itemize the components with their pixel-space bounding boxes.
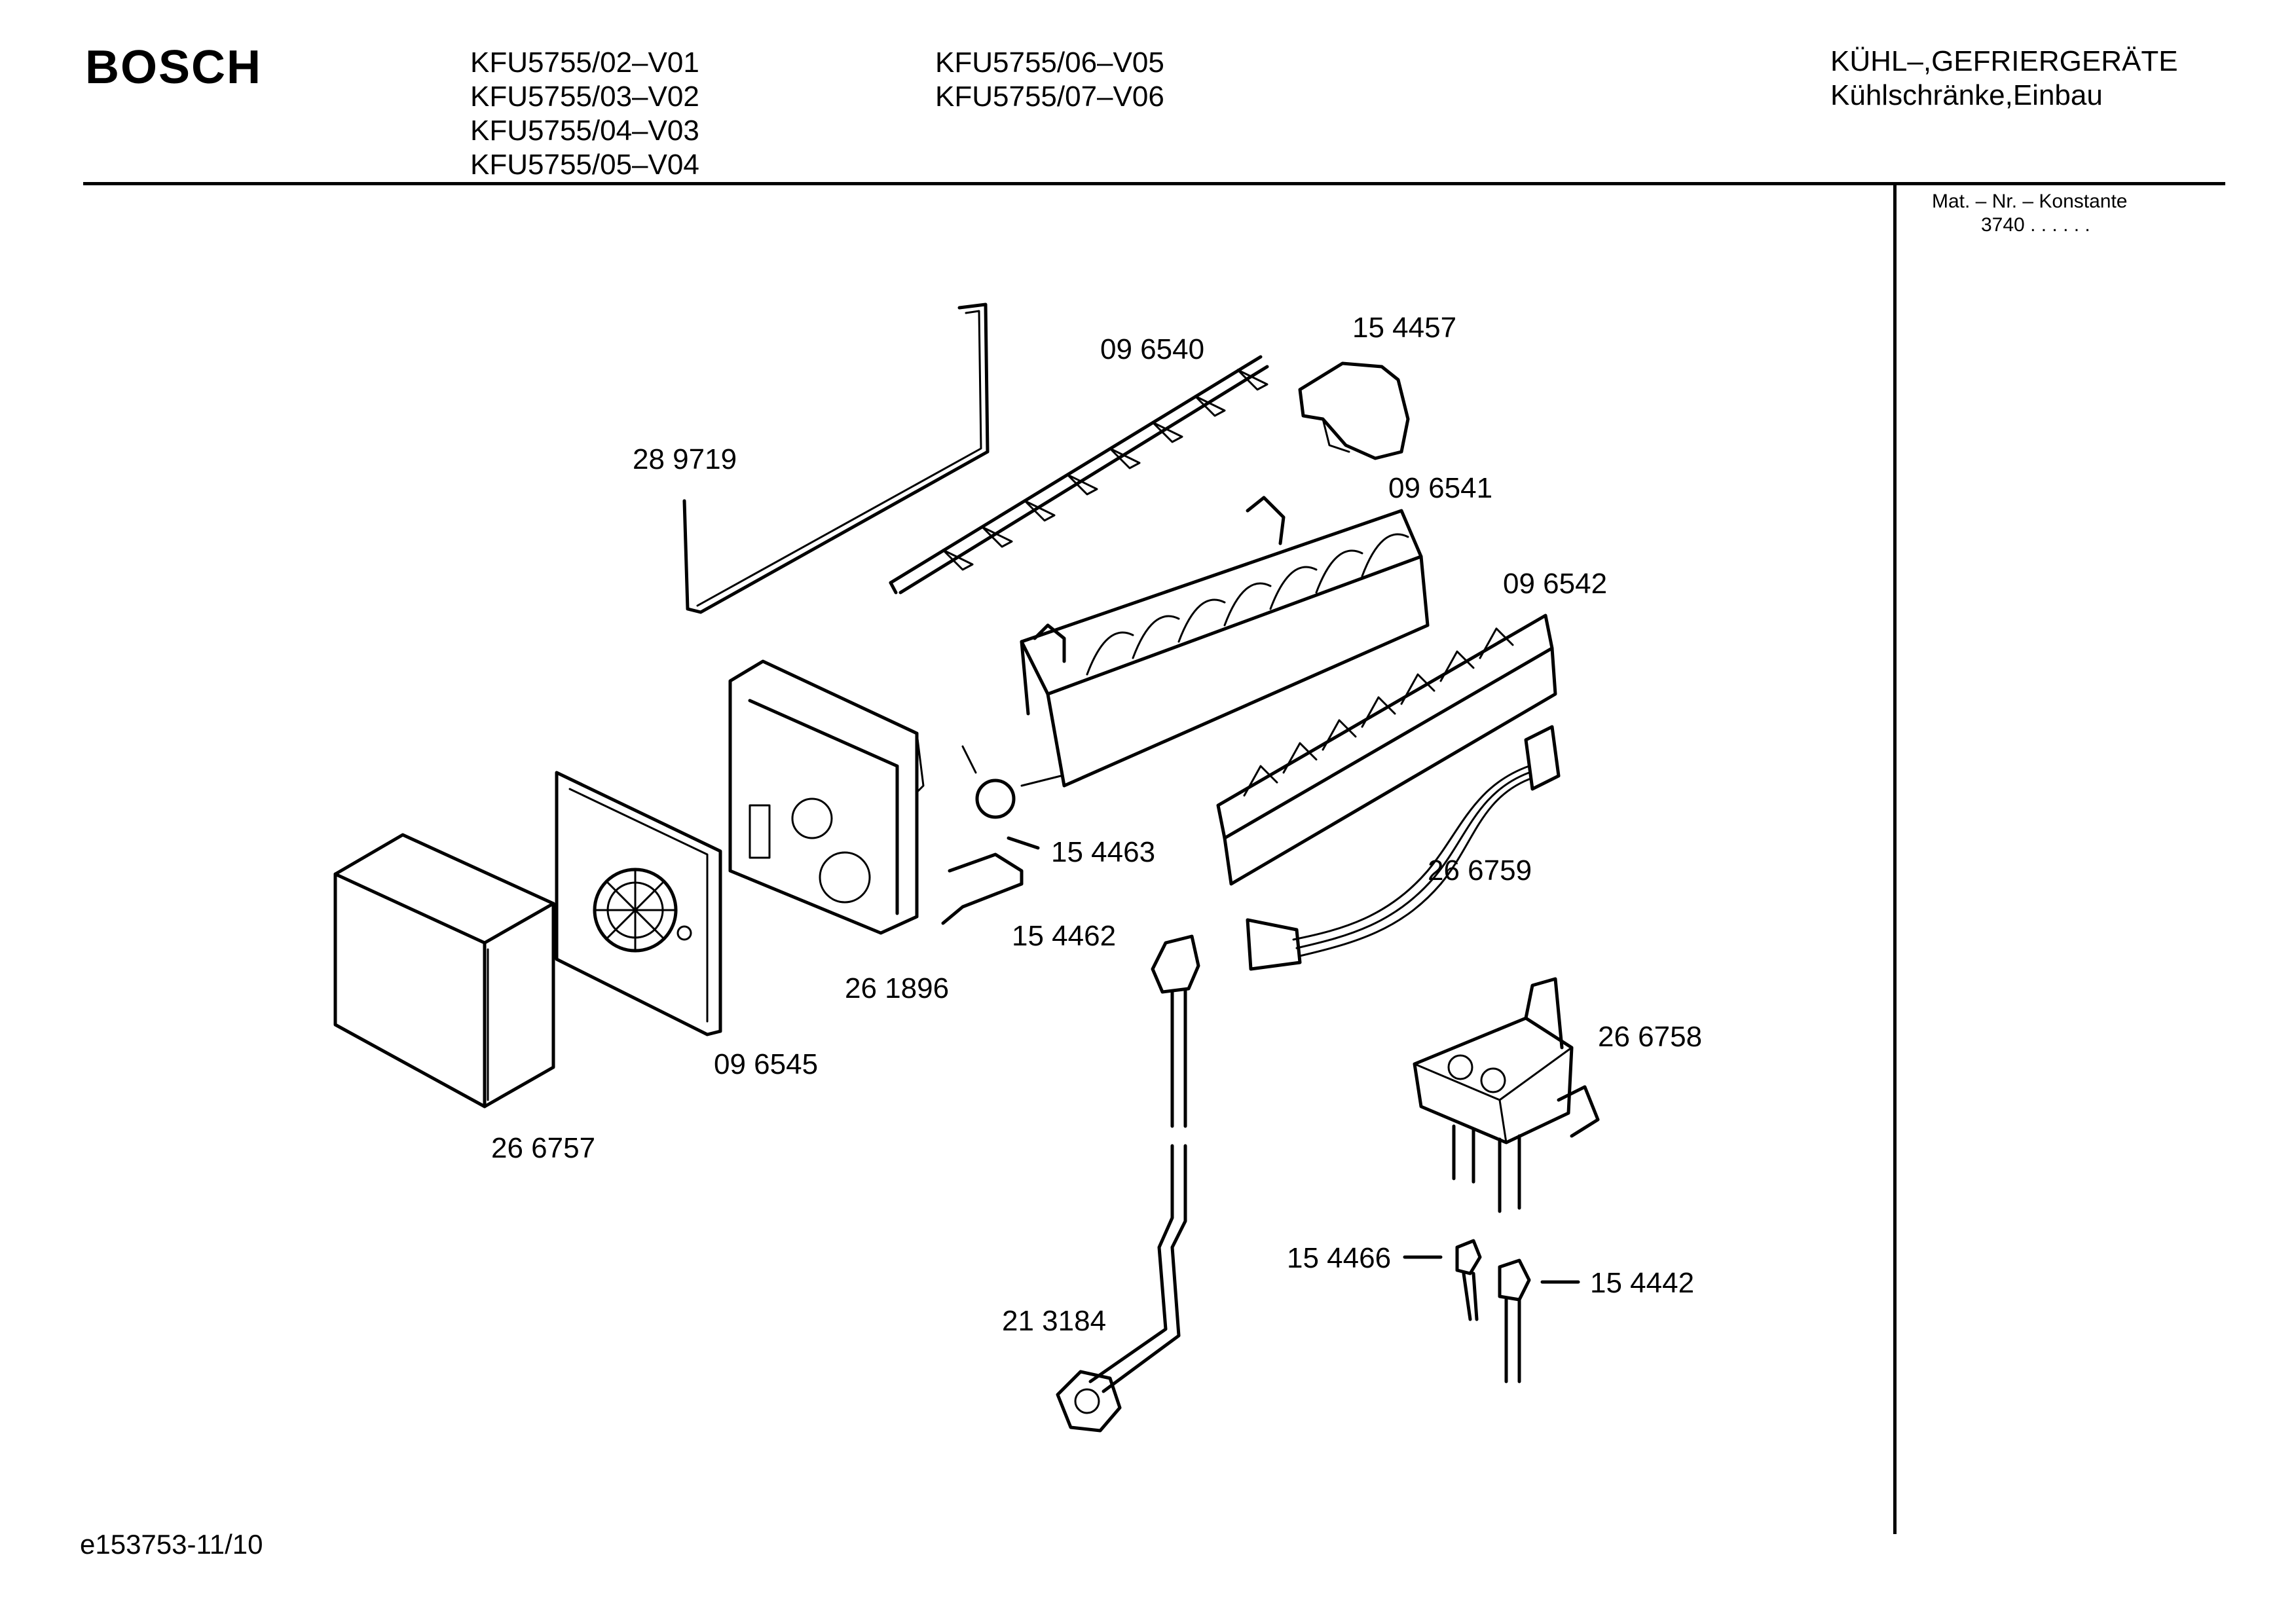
model-number: KFU5755/02–V01 <box>470 46 699 79</box>
part-number-label: 15 4466 <box>1287 1242 1391 1274</box>
part-lever <box>1298 361 1410 460</box>
part-number-label: 15 4463 <box>1051 836 1155 868</box>
part-number-label: 26 6758 <box>1598 1021 1702 1053</box>
part-control-housing <box>728 659 925 935</box>
part-stripper <box>1216 614 1557 886</box>
part-wiring-harness <box>1246 725 1561 971</box>
mat-nr-value: 3740 . . . . . . <box>1981 214 2090 236</box>
part-number-label: 26 1896 <box>845 972 949 1004</box>
part-gear-plate <box>555 771 722 1036</box>
model-number: KFU5755/06–V05 <box>935 46 1164 79</box>
part-number-label: 09 6541 <box>1388 472 1492 504</box>
part-number-label: 26 6757 <box>491 1132 595 1164</box>
part-wire-bracket <box>682 302 990 614</box>
model-number: KFU5755/03–V02 <box>470 81 699 113</box>
part-number-label: 09 6540 <box>1100 333 1204 365</box>
part-ice-mould <box>1020 496 1430 788</box>
part-number-label: 28 9719 <box>633 443 737 475</box>
part-number-label: 09 6542 <box>1503 568 1607 600</box>
part-fill-tube <box>1056 934 1200 1433</box>
part-thermostat <box>961 745 1062 819</box>
part-ejector-shaft <box>889 355 1269 595</box>
sidebar-rule <box>1893 185 1897 1534</box>
model-number: KFU5755/07–V06 <box>935 81 1164 113</box>
part-cover-box <box>333 833 555 1108</box>
category-title: KÜHL–,GEFRIERGERÄTE <box>1830 45 2178 77</box>
part-fitting-nut <box>1498 1258 1531 1383</box>
exploded-parts-diagram: 28 9719 09 6540 15 4457 09 6541 09 6542 … <box>333 302 1702 1433</box>
part-number-label: 09 6545 <box>714 1048 818 1080</box>
category-subtitle: Kühlschränke,Einbau <box>1830 79 2103 111</box>
model-list-col2: KFU5755/06–V05 KFU5755/07–V06 <box>935 46 1164 114</box>
document-id: e153753-11/10 <box>80 1529 263 1560</box>
leader-line <box>1007 836 1040 850</box>
mat-nr-label: Mat. – Nr. – Konstante <box>1932 191 2128 212</box>
part-number-label: 15 4442 <box>1590 1267 1694 1299</box>
part-shield <box>941 852 1024 925</box>
part-number-label: 15 4462 <box>1012 920 1116 952</box>
model-number: KFU5755/05–V04 <box>470 149 699 181</box>
model-list-col1: KFU5755/02–V01 KFU5755/03–V02 KFU5755/04… <box>470 46 699 182</box>
part-fitting-small <box>1455 1239 1482 1321</box>
brand-logo: BOSCH <box>85 41 263 94</box>
part-number-label: 21 3184 <box>1002 1305 1106 1337</box>
part-water-valve <box>1413 977 1600 1213</box>
header-rule <box>83 182 2225 185</box>
part-number-label: 26 6759 <box>1428 854 1532 887</box>
category-block: KÜHL–,GEFRIERGERÄTE Kühlschränke,Einbau <box>1830 45 2178 113</box>
model-number: KFU5755/04–V03 <box>470 115 699 147</box>
part-number-label: 15 4457 <box>1352 312 1456 344</box>
